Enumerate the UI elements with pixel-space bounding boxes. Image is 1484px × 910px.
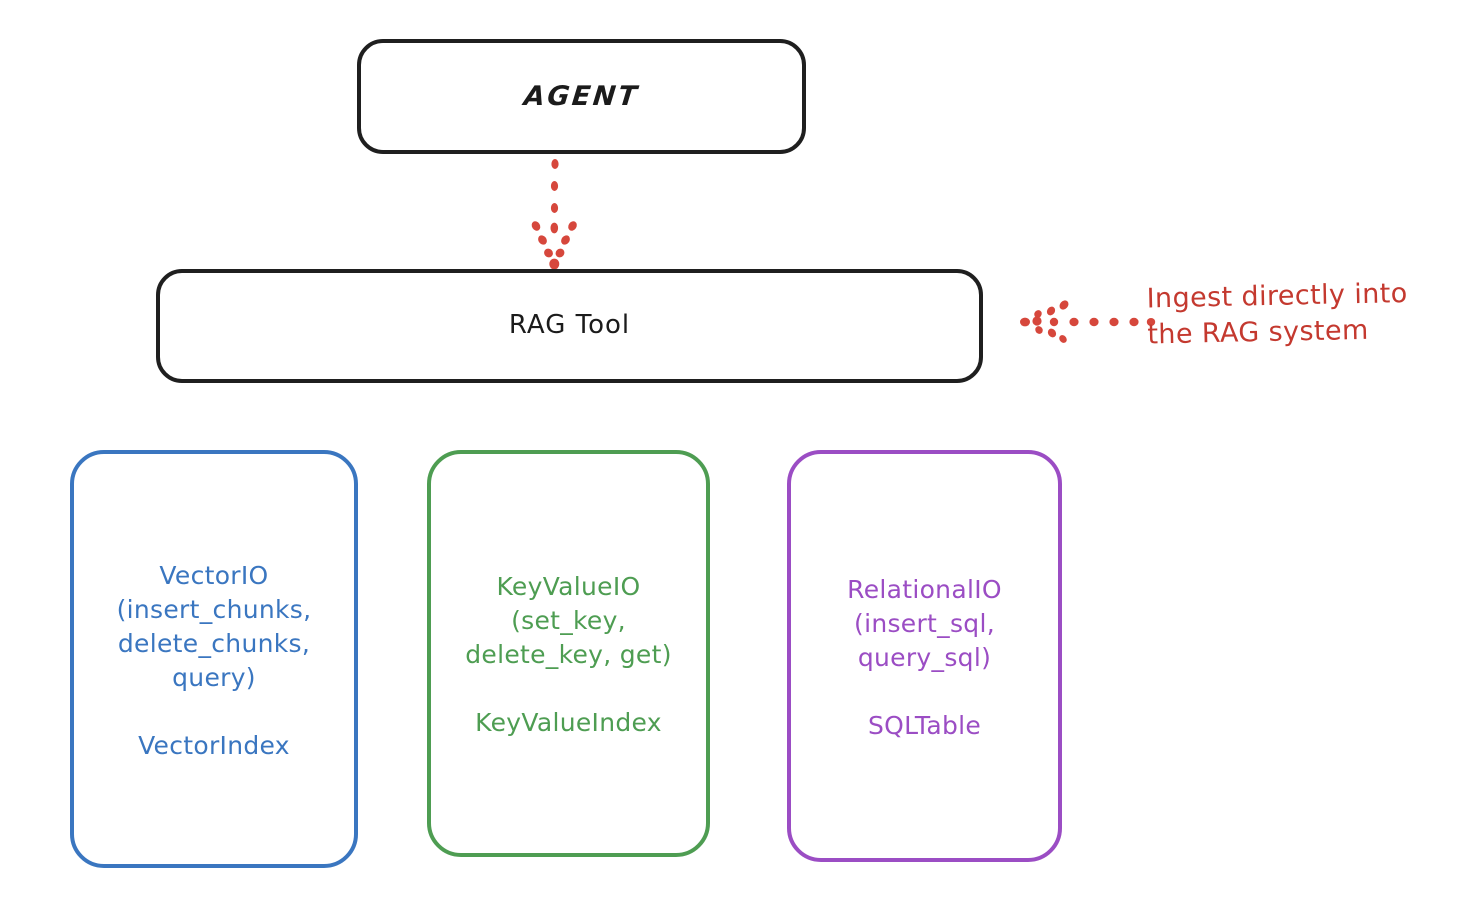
rag-tool-node[interactable]: RAG Tool [156, 269, 983, 383]
key-value-io-node[interactable]: KeyValueIO (set_key, delete_key, get) Ke… [427, 450, 710, 857]
agent-node-label: AGENT [522, 80, 641, 112]
relational-io-node-label: RelationalIO (insert_sql, query_sql) [847, 574, 1002, 672]
ingest-annotation-text: Ingest directly into the RAG system [1146, 277, 1408, 351]
rag-tool-node-label: RAG Tool [508, 310, 631, 341]
key-value-index-label: KeyValueIndex [475, 708, 662, 737]
vector-index-label: VectorIndex [138, 730, 290, 760]
sql-table-label: SQLTable [867, 710, 982, 740]
key-value-io-node-label: KeyValueIO (set_key, delete_key, get) [465, 572, 672, 669]
vector-io-node-label: VectorIO (insert_chunks, delete_chunks, … [116, 560, 312, 692]
agent-to-rag-tool-arrow-icon [531, 159, 577, 270]
ingest-arrow-icon [1020, 300, 1156, 343]
agent-node[interactable]: AGENT [357, 39, 806, 154]
relational-io-node[interactable]: RelationalIO (insert_sql, query_sql) SQL… [787, 450, 1062, 862]
vector-io-node[interactable]: VectorIO (insert_chunks, delete_chunks, … [70, 450, 358, 868]
